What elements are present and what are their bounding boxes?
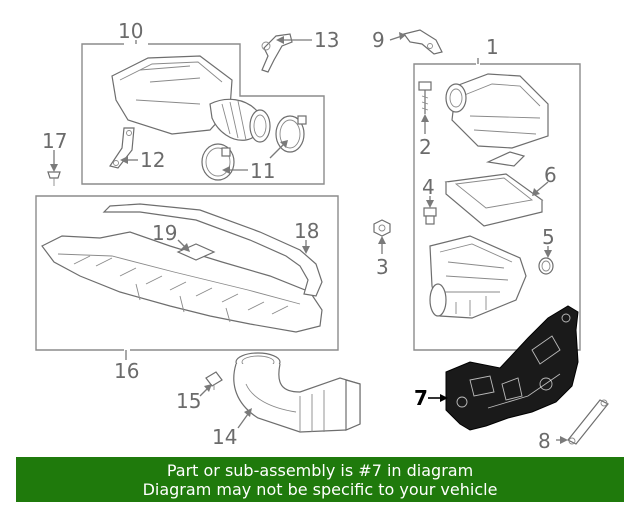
- callout-14: 14: [212, 425, 237, 449]
- group-box-16: [35, 195, 339, 351]
- callout-15: 15: [176, 389, 201, 413]
- bracket-part-12: [109, 127, 135, 169]
- group-box-1: [413, 63, 581, 351]
- callout-4: 4: [422, 175, 435, 199]
- callout-labels: 10 13 9 1 12 11 17 2 4 6 3 5 19 18 16 15…: [42, 19, 557, 453]
- callout-17: 17: [42, 129, 67, 153]
- resonator-part: [111, 55, 271, 143]
- deflector-panel: [41, 231, 323, 333]
- clip-part-15: [205, 371, 223, 390]
- callout-11: 11: [250, 159, 275, 183]
- hose-part-13: [261, 33, 293, 73]
- filter-element-part-6: [444, 173, 544, 227]
- banner-line-2: Diagram may not be specific to your vehi…: [142, 480, 498, 499]
- air-box-lower: [429, 235, 527, 319]
- grommet-part-5: [538, 257, 554, 275]
- bracket-part-9: [402, 29, 443, 55]
- grommet-part-4: [423, 207, 437, 225]
- highlighted-bracket-part-7: [445, 305, 579, 431]
- air-duct-part-14: [233, 352, 361, 433]
- air-cleaner-cover: [445, 73, 549, 149]
- callout-16: 16: [114, 359, 139, 383]
- bolt-part-3: [373, 219, 391, 237]
- callout-18: 18: [294, 219, 319, 243]
- callout-7: 7: [414, 386, 428, 410]
- link-bar-part-8: [567, 399, 609, 445]
- group-box-10: [81, 43, 325, 185]
- callout-5: 5: [542, 225, 555, 249]
- banner-line-1: Part or sub-assembly is #7 in diagram: [166, 461, 474, 480]
- bolt-part-17: [47, 171, 61, 186]
- small-plate-part: [485, 151, 526, 167]
- callout-6: 6: [544, 163, 557, 187]
- leader-lines: [50, 32, 568, 444]
- bolt-part-2: [418, 81, 432, 114]
- callout-9: 9: [372, 28, 385, 52]
- hose-part-18: [102, 203, 323, 297]
- callout-13: 13: [314, 28, 339, 52]
- callout-3: 3: [376, 255, 389, 279]
- callout-8: 8: [538, 429, 551, 453]
- callout-1: 1: [486, 35, 499, 59]
- callout-12: 12: [140, 148, 165, 172]
- callout-10: 10: [118, 19, 143, 43]
- callout-2: 2: [419, 135, 432, 159]
- notice-banner: Part or sub-assembly is #7 in diagram Di…: [16, 457, 624, 502]
- callout-19: 19: [152, 221, 177, 245]
